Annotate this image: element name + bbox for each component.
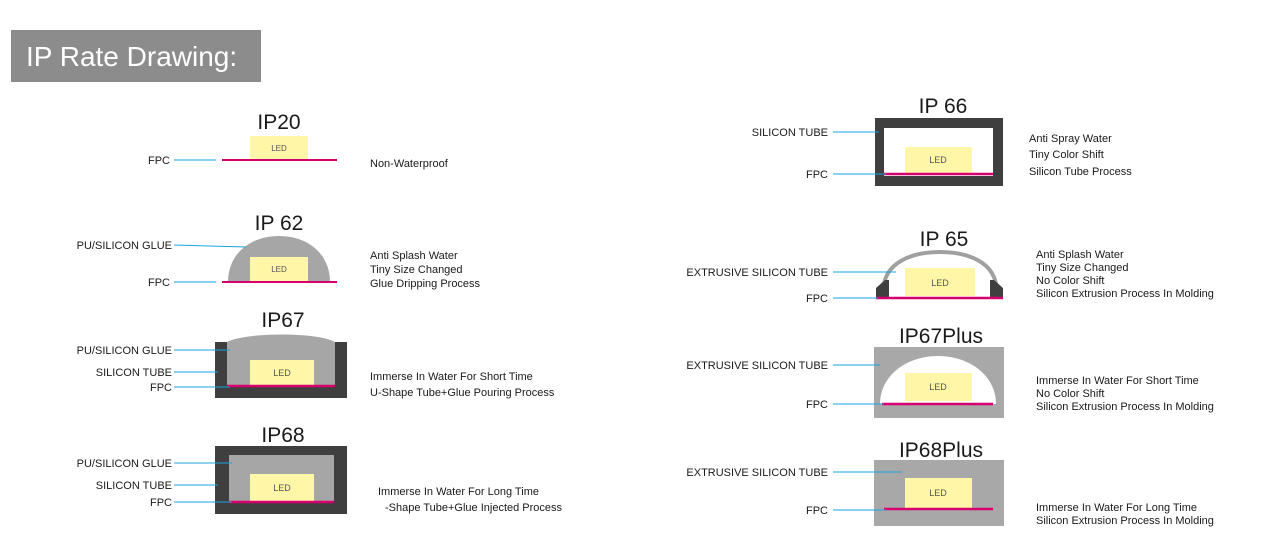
ip66-led bbox=[905, 147, 972, 173]
ip67-diagram: IP67 LED PU/SILICON GLUE SILICON TUBE FP… bbox=[77, 309, 555, 399]
ip66-desc-1: Anti Spray Water bbox=[1029, 133, 1112, 145]
ip66-fpc-label: FPC bbox=[806, 169, 828, 181]
heading: IP Rate Drawing: bbox=[11, 30, 261, 82]
ip68-diagram: IP68 LED PU/SILICON GLUE SILICON TUBE FP… bbox=[77, 424, 563, 514]
ip68-fpc-label: FPC bbox=[150, 497, 172, 509]
ip67plus-fpc-label: FPC bbox=[806, 399, 828, 411]
ip62-desc-3: Glue Dripping Process bbox=[370, 278, 481, 290]
ip68plus-diagram: IP68Plus LED EXTRUSIVE SILICON TUBE FPC … bbox=[686, 439, 1214, 527]
ip67plus-tube-label: EXTRUSIVE SILICON TUBE bbox=[686, 360, 828, 372]
ip65-foot-right bbox=[990, 280, 1003, 298]
ip20-diagram: IP20 LED FPC Non-Waterproof bbox=[148, 111, 449, 170]
ip68plus-tube-label: EXTRUSIVE SILICON TUBE bbox=[686, 467, 828, 479]
ip66-desc-3: Silicon Tube Process bbox=[1029, 166, 1132, 178]
ip68plus-led bbox=[905, 478, 972, 508]
ip68plus-desc-1: Immerse In Water For Long Time bbox=[1036, 502, 1197, 514]
ip66-tube-label: SILICON TUBE bbox=[752, 127, 828, 139]
ip67-glue-label: PU/SILICON GLUE bbox=[77, 345, 172, 357]
ip65-desc-2: Tiny Size Changed bbox=[1036, 262, 1129, 274]
ip65-led-label: LED bbox=[931, 278, 949, 288]
ip66-led-label: LED bbox=[929, 155, 947, 165]
ip62-fpc-label: FPC bbox=[148, 277, 170, 289]
ip67-tube-label: SILICON TUBE bbox=[96, 367, 172, 379]
ip68plus-title: IP68Plus bbox=[899, 439, 983, 462]
ip66-diagram: IP 66 LED SILICON TUBE FPC Anti Spray Wa… bbox=[752, 95, 1132, 186]
ip68-led bbox=[250, 474, 314, 501]
ip20-title: IP20 bbox=[257, 111, 300, 134]
ip62-desc-1: Anti Splash Water bbox=[370, 250, 458, 262]
ip68-desc-1: Immerse In Water For Long Time bbox=[378, 486, 539, 498]
ip20-fpc-label: FPC bbox=[148, 155, 170, 167]
ip20-led-label: LED bbox=[271, 144, 287, 153]
ip68-glue-label: PU/SILICON GLUE bbox=[77, 458, 172, 470]
ip62-desc-2: Tiny Size Changed bbox=[370, 264, 463, 276]
heading-text: IP Rate Drawing: bbox=[26, 41, 237, 72]
ip68-tube-label: SILICON TUBE bbox=[96, 480, 172, 492]
ip62-title: IP 62 bbox=[255, 212, 304, 235]
ip66-desc-2: Tiny Color Shift bbox=[1029, 149, 1104, 161]
ip67-title: IP67 bbox=[261, 309, 304, 332]
ip67-desc-2: U-Shape Tube+Glue Pouring Process bbox=[370, 387, 555, 399]
ip68plus-desc-2: Silicon Extrusion Process In Molding bbox=[1036, 515, 1214, 527]
ip66-title: IP 66 bbox=[919, 95, 968, 118]
ip65-tube-label: EXTRUSIVE SILICON TUBE bbox=[686, 267, 828, 279]
ip65-led bbox=[905, 268, 975, 296]
ip62-glue-label: PU/SILICON GLUE bbox=[77, 240, 172, 252]
ip67plus-desc-1: Immerse In Water For Short Time bbox=[1036, 375, 1199, 387]
ip67-led-label: LED bbox=[273, 368, 291, 378]
ip68-desc-2: -Shape Tube+Glue Injected Process bbox=[385, 502, 563, 514]
ip62-led-label: LED bbox=[271, 265, 287, 274]
ip67plus-led bbox=[905, 373, 972, 401]
ip67-led bbox=[250, 360, 314, 385]
ip67plus-desc-2: No Color Shift bbox=[1036, 388, 1104, 400]
ip65-arch bbox=[882, 249, 998, 285]
ip65-desc-1: Anti Splash Water bbox=[1036, 249, 1124, 261]
ip62-glue-leader bbox=[173, 244, 247, 248]
ip67-desc-1: Immerse In Water For Short Time bbox=[370, 371, 533, 383]
ip65-desc-4: Silicon Extrusion Process In Molding bbox=[1036, 288, 1214, 300]
ip67plus-title: IP67Plus bbox=[899, 325, 983, 348]
ip68-title: IP68 bbox=[261, 424, 304, 447]
ip67-fpc-label: FPC bbox=[150, 382, 172, 394]
ip68plus-led-label: LED bbox=[929, 488, 947, 498]
ip67plus-led-label: LED bbox=[929, 382, 947, 392]
ip65-fpc-label: FPC bbox=[806, 293, 828, 305]
ip20-led bbox=[250, 136, 308, 160]
ip20-desc-1: Non-Waterproof bbox=[370, 158, 449, 170]
ip67plus-desc-3: Silicon Extrusion Process In Molding bbox=[1036, 401, 1214, 413]
ip65-title: IP 65 bbox=[920, 228, 969, 251]
ip62-led bbox=[250, 257, 308, 281]
ip67plus-diagram: IP67Plus LED EXTRUSIVE SILICON TUBE FPC … bbox=[686, 325, 1214, 418]
ip65-diagram: IP 65 LED EXTRUSIVE SILICON TUBE FPC Ant… bbox=[686, 228, 1214, 305]
ip65-foot-left bbox=[876, 280, 889, 298]
ip62-diagram: IP 62 LED PU/SILICON GLUE FPC Anti Splas… bbox=[77, 212, 481, 290]
heading-box bbox=[11, 30, 261, 82]
ip68-led-label: LED bbox=[273, 483, 291, 493]
ip65-desc-3: No Color Shift bbox=[1036, 275, 1104, 287]
ip68plus-fpc-label: FPC bbox=[806, 505, 828, 517]
